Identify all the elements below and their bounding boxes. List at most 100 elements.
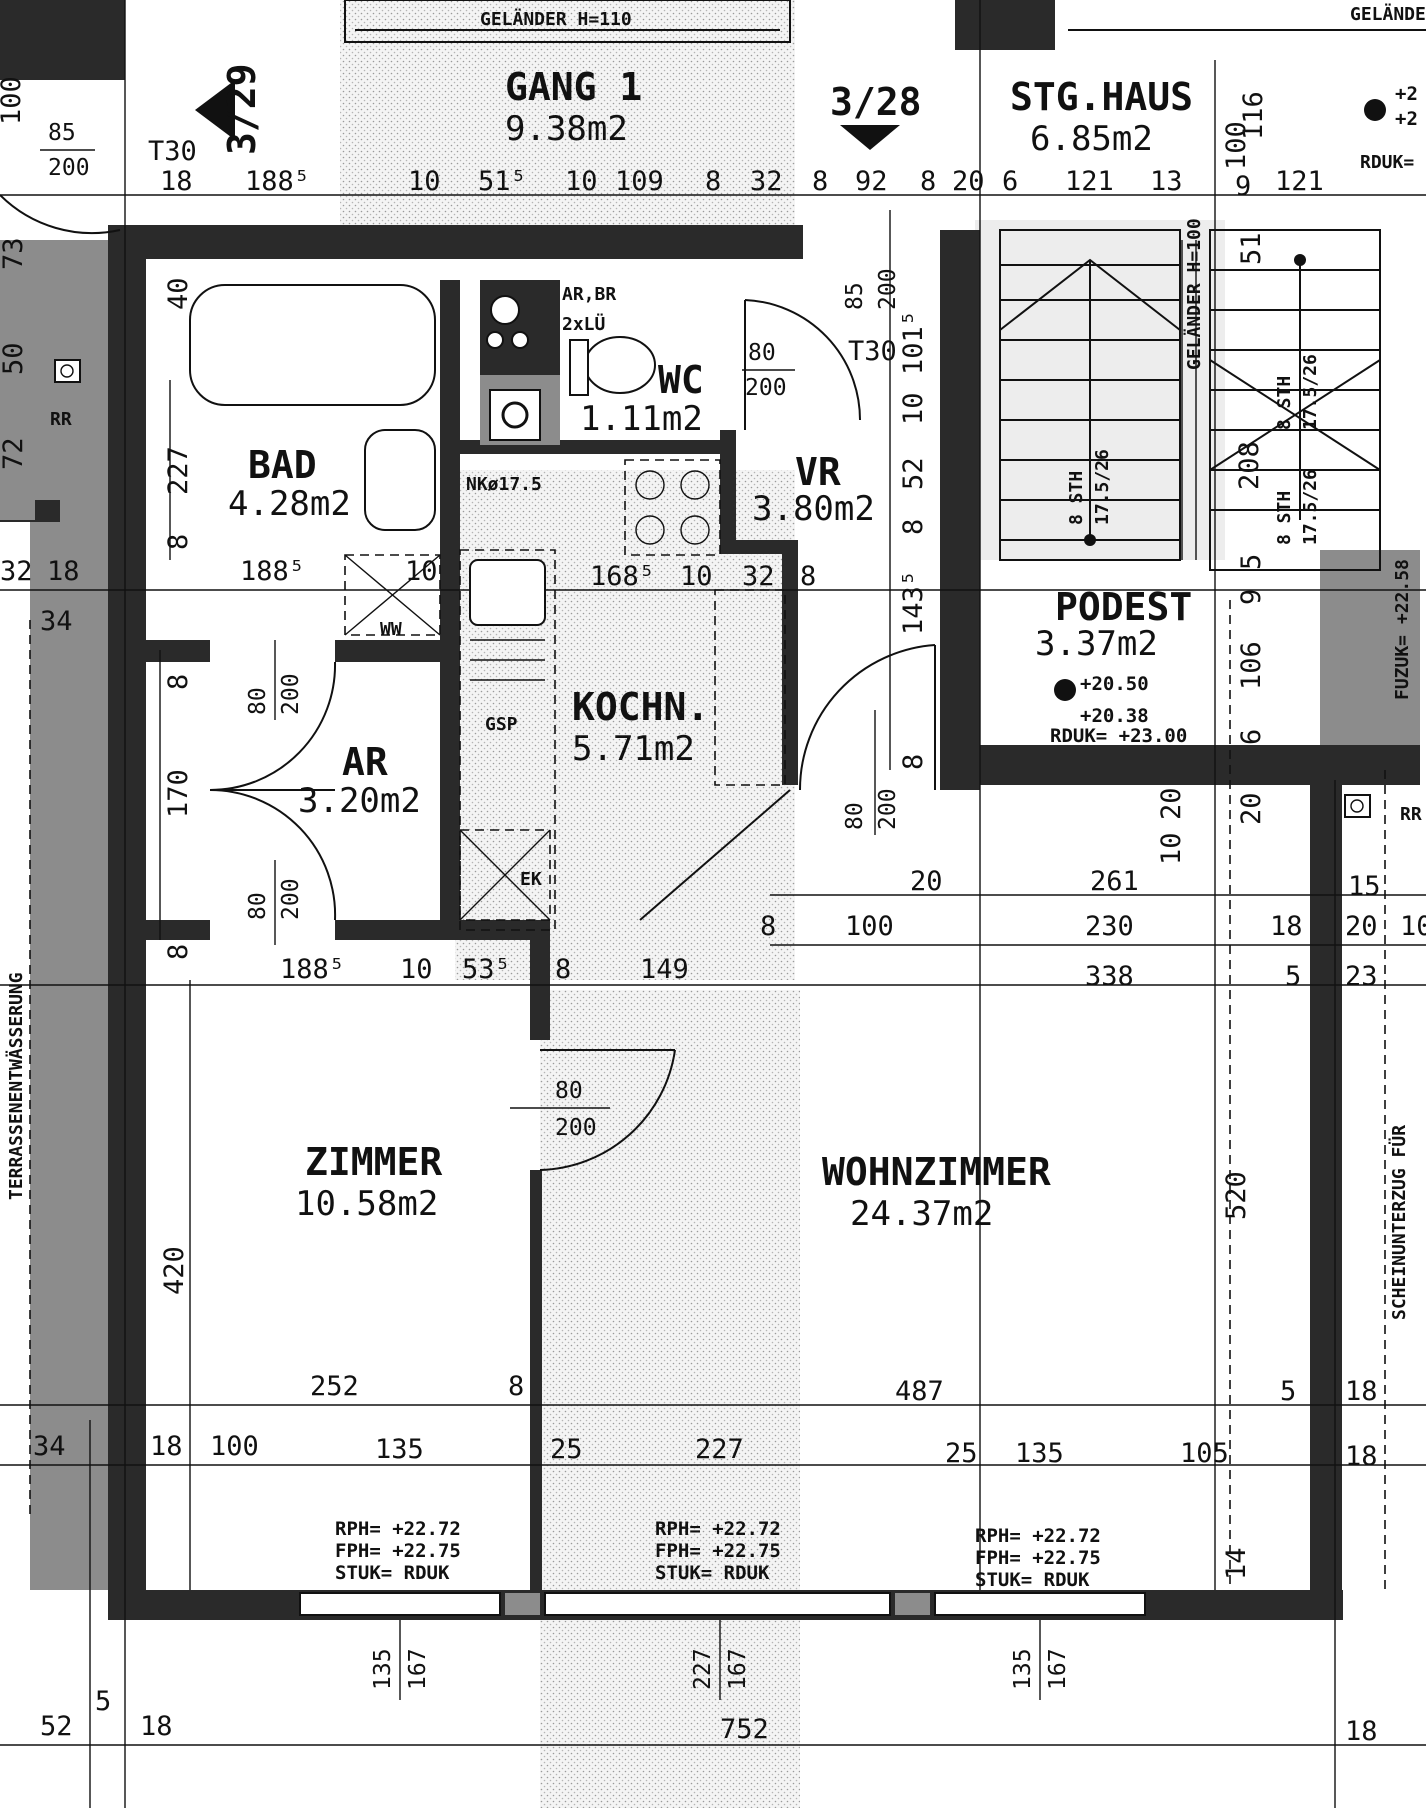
svg-text:200: 200 <box>278 673 304 715</box>
svg-text:8: 8 <box>163 534 194 550</box>
svg-text:51⁵: 51⁵ <box>478 166 527 197</box>
svg-text:18: 18 <box>150 1431 183 1462</box>
svg-text:RR: RR <box>1400 804 1422 825</box>
svg-text:+2: +2 <box>1395 83 1418 105</box>
svg-text:T30: T30 <box>148 136 197 167</box>
svg-text:227: 227 <box>695 1434 744 1465</box>
svg-text:135: 135 <box>1015 1438 1064 1469</box>
svg-text:72: 72 <box>0 437 29 470</box>
svg-text:34: 34 <box>33 1431 66 1462</box>
svg-text:53⁵: 53⁵ <box>462 954 511 985</box>
svg-text:52: 52 <box>898 457 929 490</box>
svg-text:105: 105 <box>1180 1438 1229 1469</box>
svg-text:17.5/26: 17.5/26 <box>1300 354 1321 430</box>
svg-text:50: 50 <box>0 342 29 375</box>
svg-text:FPH= +22.75: FPH= +22.75 <box>975 1547 1101 1569</box>
svg-text:80: 80 <box>555 1078 583 1104</box>
stove <box>624 459 721 556</box>
svg-text:GELÄNDER H=110: GELÄNDER H=110 <box>480 8 632 30</box>
svg-text:5: 5 <box>95 1686 111 1717</box>
svg-text:8: 8 <box>760 911 776 942</box>
svg-text:20: 20 <box>1156 787 1187 820</box>
room-bad-area: 4.28m2 <box>228 484 351 524</box>
svg-text:25: 25 <box>945 1438 978 1469</box>
svg-text:8: 8 <box>898 754 929 770</box>
svg-text:14: 14 <box>1221 1547 1252 1580</box>
svg-text:FPH= +22.75: FPH= +22.75 <box>335 1540 461 1562</box>
svg-text:17.5/26: 17.5/26 <box>1300 469 1321 545</box>
svg-text:18: 18 <box>160 166 193 197</box>
svg-text:487: 487 <box>895 1376 944 1407</box>
svg-text:10: 10 <box>1400 911 1426 942</box>
svg-text:FPH= +22.75: FPH= +22.75 <box>655 1540 781 1562</box>
svg-text:116: 116 <box>1238 91 1269 140</box>
svg-text:9: 9 <box>1235 171 1251 202</box>
svg-text:52: 52 <box>40 1711 73 1742</box>
svg-text:STUK= RDUK: STUK= RDUK <box>655 1562 770 1584</box>
svg-text:261: 261 <box>1090 866 1139 897</box>
door-swings <box>0 194 936 1171</box>
svg-text:STUK= RDUK: STUK= RDUK <box>335 1562 450 1584</box>
svg-text:135: 135 <box>1010 1648 1036 1690</box>
svg-text:92: 92 <box>855 166 888 197</box>
svg-text:520: 520 <box>1221 1171 1252 1220</box>
svg-text:20: 20 <box>1345 911 1378 942</box>
svg-text:100: 100 <box>1221 121 1252 170</box>
svg-text:AR,BR: AR,BR <box>562 284 616 305</box>
svg-text:200: 200 <box>555 1115 597 1141</box>
svg-text:51: 51 <box>1236 232 1267 265</box>
svg-text:80: 80 <box>245 892 271 920</box>
svg-text:3/29: 3/29 <box>220 63 264 155</box>
bathtub <box>189 284 436 406</box>
svg-text:2xLÜ: 2xLÜ <box>562 313 605 335</box>
svg-text:200: 200 <box>875 788 901 830</box>
svg-text:RR: RR <box>50 409 72 430</box>
svg-text:34: 34 <box>40 606 73 637</box>
svg-text:5: 5 <box>1285 961 1301 992</box>
svg-text:149: 149 <box>640 954 689 985</box>
svg-text:8: 8 <box>555 954 571 985</box>
svg-text:SCHEINUNTERZUG FÜR: SCHEINUNTERZUG FÜR <box>1388 1125 1410 1320</box>
svg-text:109: 109 <box>615 166 664 197</box>
svg-text:85: 85 <box>48 120 76 146</box>
walls <box>0 0 1420 1620</box>
room-podest-area: 3.37m2 <box>1035 624 1158 664</box>
annotations: 3/29 3/28 GELÄNDER H=110 GELÄNDE GELÄNDE… <box>5 3 1426 1591</box>
svg-text:3/28: 3/28 <box>830 80 922 124</box>
svg-text:STUK= RDUK: STUK= RDUK <box>975 1569 1090 1591</box>
svg-text:GSP: GSP <box>485 714 518 735</box>
svg-text:18: 18 <box>1345 1716 1378 1747</box>
svg-text:+20.38: +20.38 <box>1080 705 1149 727</box>
svg-text:8: 8 <box>812 166 828 197</box>
sink <box>469 559 546 626</box>
svg-text:227: 227 <box>163 446 194 495</box>
svg-text:10: 10 <box>898 392 929 425</box>
svg-text:RDUK= +23.00: RDUK= +23.00 <box>1050 725 1187 747</box>
room-wohnzimmer-name: WOHNZIMMER <box>822 1150 1051 1194</box>
svg-text:20: 20 <box>952 166 985 197</box>
room-zimmer-area: 10.58m2 <box>295 1184 438 1224</box>
section-arrow-right-icon <box>840 125 900 150</box>
room-stghaus-name: STG.HAUS <box>1010 75 1193 119</box>
svg-text:RPH= +22.72: RPH= +22.72 <box>975 1525 1101 1547</box>
svg-text:167: 167 <box>1045 1648 1071 1690</box>
svg-text:188⁵: 188⁵ <box>280 954 345 985</box>
svg-text:32: 32 <box>742 561 775 592</box>
svg-text:200: 200 <box>278 878 304 920</box>
svg-text:121: 121 <box>1065 166 1114 197</box>
room-wohnzimmer-area: 24.37m2 <box>850 1194 993 1234</box>
svg-text:752: 752 <box>720 1714 769 1745</box>
svg-text:85: 85 <box>842 282 868 310</box>
svg-text:13: 13 <box>1150 166 1183 197</box>
svg-text:8: 8 <box>705 166 721 197</box>
svg-text:80: 80 <box>748 340 776 366</box>
svg-text:188⁵: 188⁵ <box>245 166 310 197</box>
room-ar-name: AR <box>342 740 388 784</box>
fixtures <box>54 99 1386 931</box>
svg-text:73: 73 <box>0 237 29 270</box>
svg-text:15: 15 <box>1348 871 1381 902</box>
room-wc-name: WC <box>658 358 704 402</box>
dims-mid: 32 18 188⁵ 10 168⁵ 10 32 8 34 <box>0 556 816 637</box>
svg-text:188⁵: 188⁵ <box>240 556 305 587</box>
